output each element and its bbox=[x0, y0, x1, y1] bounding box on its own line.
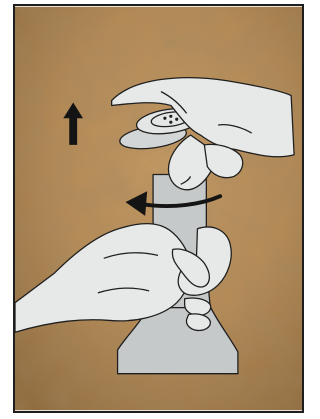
illustration-frame bbox=[13, 4, 304, 413]
lower-hand-thumb bbox=[171, 248, 210, 288]
lower-hand-fingertip-1 bbox=[183, 297, 212, 317]
upper-hand-finger bbox=[203, 143, 244, 179]
lower-hand-fingertip-2 bbox=[185, 313, 211, 332]
bottle-opening-illustration bbox=[15, 6, 302, 411]
lower-hand bbox=[15, 223, 232, 333]
twist-arrow-icon bbox=[125, 191, 223, 216]
up-arrow-icon bbox=[63, 102, 84, 145]
upper-hand bbox=[111, 77, 295, 191]
upper-hand-palm bbox=[111, 77, 295, 158]
